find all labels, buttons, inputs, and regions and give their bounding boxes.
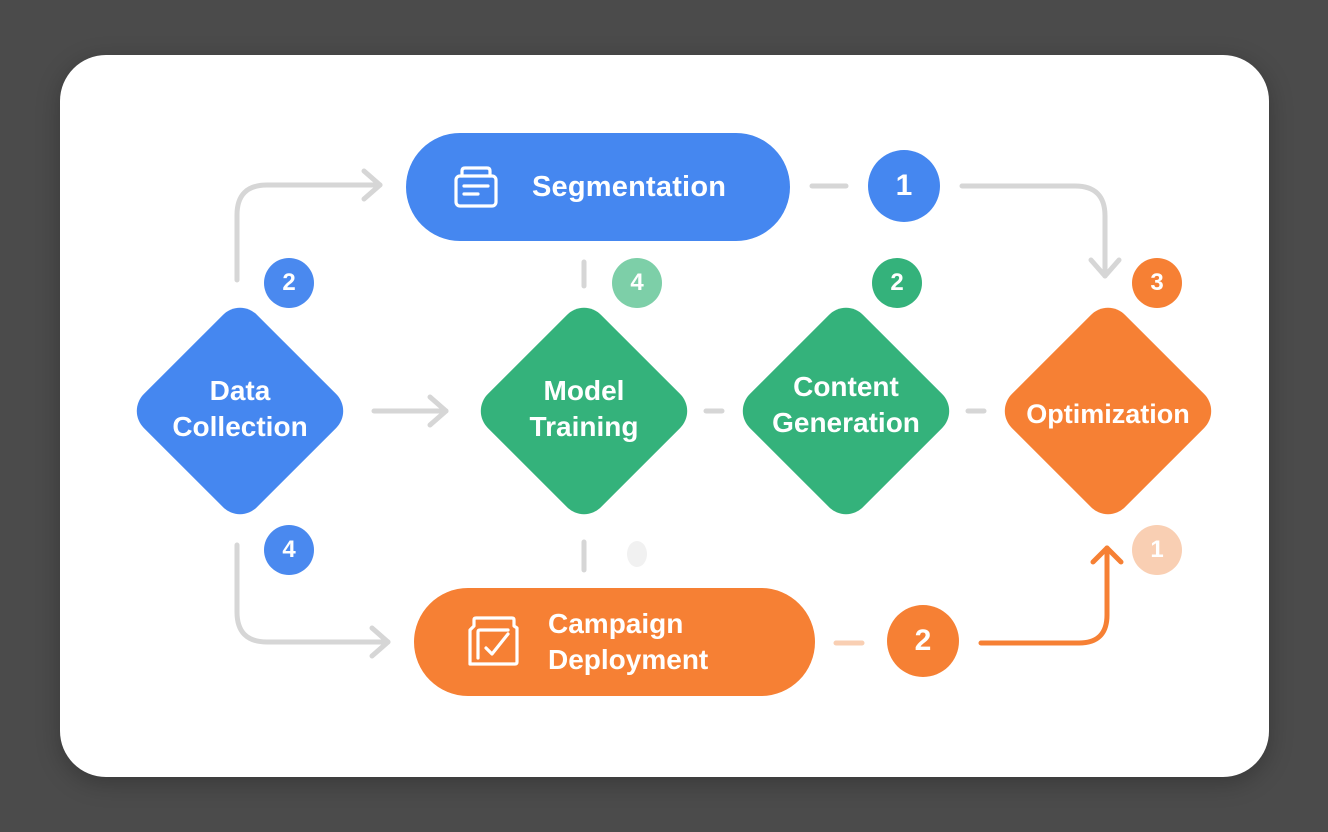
stacked-list-icon bbox=[450, 161, 502, 213]
connector-campaign-to-optimization bbox=[978, 545, 1110, 646]
campaign-deployment-label: Campaign Deployment bbox=[548, 608, 709, 675]
step-badge-optimization-top: 3 bbox=[1132, 258, 1182, 308]
segmentation-node[interactable]: Segmentation bbox=[406, 133, 790, 241]
step-badge-campaign: 2 bbox=[887, 605, 959, 677]
segmentation-label: Segmentation bbox=[532, 170, 727, 203]
arrowhead-campaign bbox=[369, 625, 391, 659]
step-badge-data-collection-top: 2 bbox=[264, 258, 314, 308]
connector-data-to-segmentation bbox=[234, 182, 383, 283]
content-generation-label: Content Generation bbox=[772, 371, 920, 438]
data-collection-label: Data Collection bbox=[172, 375, 308, 442]
arrowhead-optimization-bottom bbox=[1090, 545, 1124, 565]
step-badge-data-collection-bottom: 4 bbox=[264, 525, 314, 575]
step-badge-content-generation: 2 bbox=[872, 258, 922, 308]
arrowhead-model bbox=[427, 394, 449, 428]
step-badge-model-training: 4 bbox=[612, 258, 662, 308]
step-badge-optimization-bottom: 1 bbox=[1132, 525, 1182, 575]
checkbox-window-icon bbox=[464, 614, 522, 670]
model-training-label: Model Training bbox=[529, 375, 639, 442]
arrowhead-optimization-top bbox=[1088, 257, 1122, 279]
optimization-label: Optimization bbox=[1026, 399, 1190, 429]
arrowhead-segmentation bbox=[361, 168, 383, 202]
connector-data-to-campaign bbox=[234, 542, 391, 645]
campaign-deployment-node[interactable]: Campaign Deployment bbox=[414, 588, 815, 696]
step-badge-segmentation: 1 bbox=[868, 150, 940, 222]
faint-blob bbox=[627, 541, 647, 567]
connector-badge-to-optimization bbox=[959, 183, 1108, 279]
